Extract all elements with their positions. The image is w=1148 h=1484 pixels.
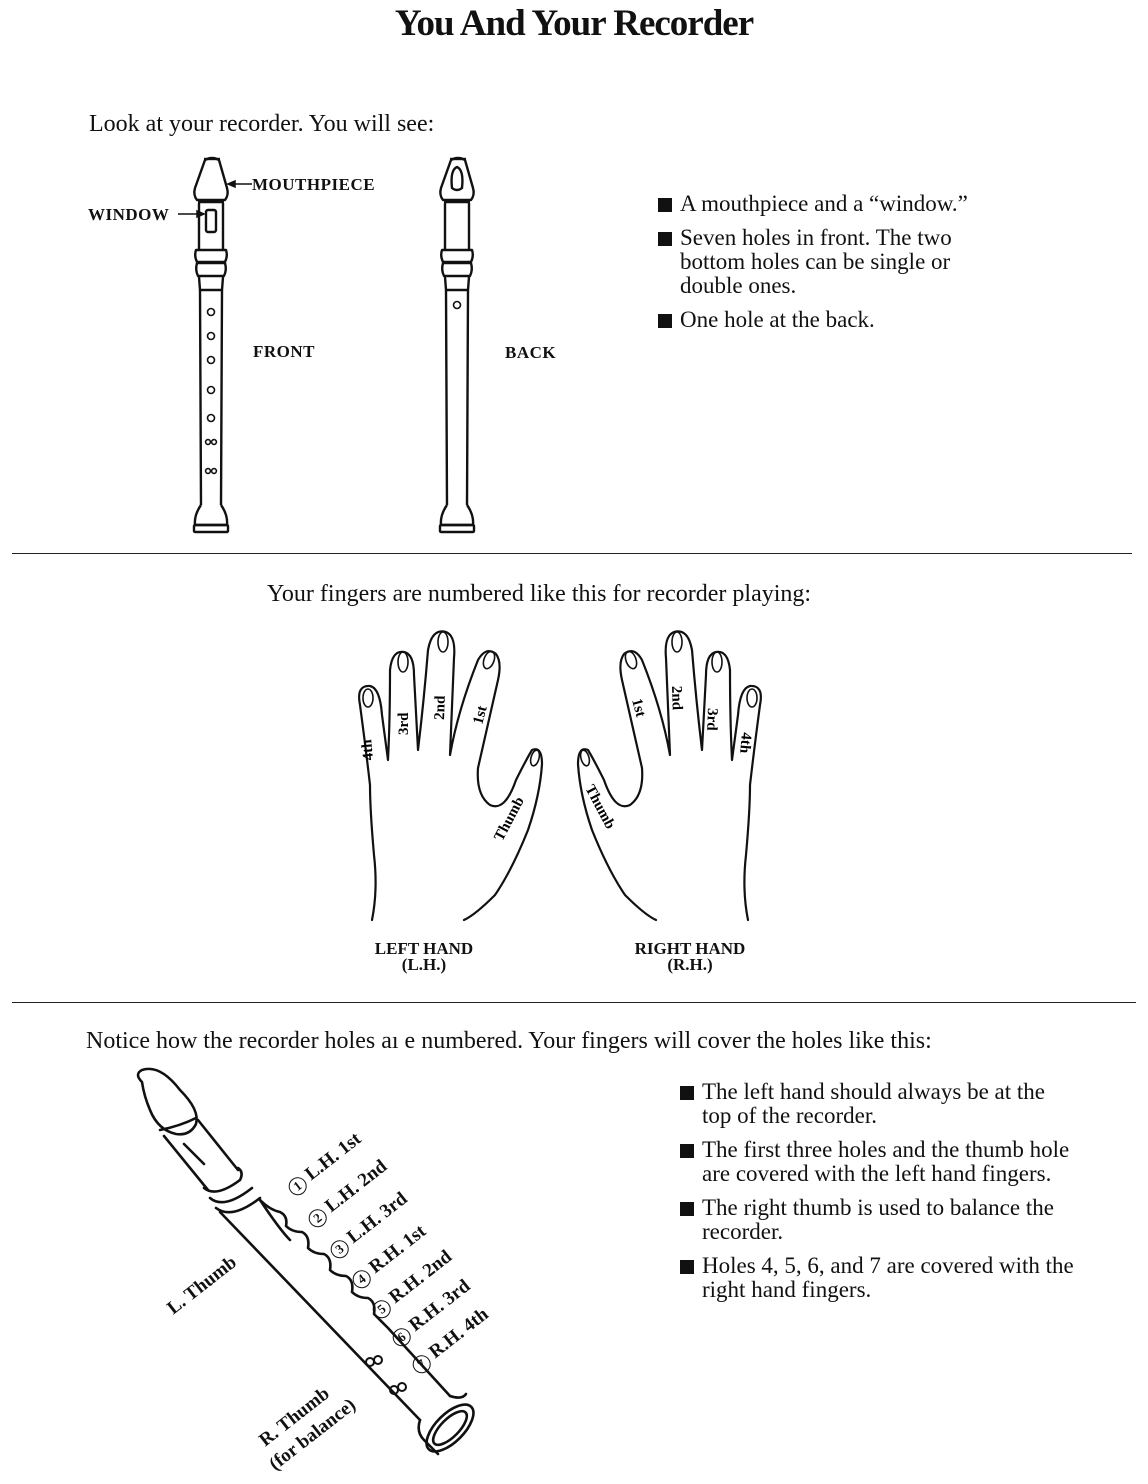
bullet-square-icon [680,1086,694,1100]
section-divider [12,1002,1136,1003]
finger-label-lh-1st: 1st [470,704,490,726]
left-hand-illustration: 4th 3rd 2nd 1st Thumb [358,630,544,922]
bullet-square-icon [658,314,672,328]
finger-label-rh-3rd: 3rd [703,708,720,732]
finger-label-rh-2nd: 2nd [668,686,685,711]
hand-position-list: The left hand should always be at the to… [680,1080,1080,1312]
front-label: FRONT [253,342,315,361]
recorder-front-illustration [178,156,252,534]
mouthpiece-label: MOUTHPIECE [252,175,376,194]
right-hand-illustration: 1st 2nd 3rd 4th Thumb [576,630,762,922]
back-label: BACK [505,343,557,362]
list-item: The right thumb is used to balance the r… [680,1196,1080,1244]
bullet-square-icon [680,1202,694,1216]
finger-label-lh-3rd: 3rd [396,712,412,735]
finger-label-rh-thumb: Thumb [581,782,617,831]
section1-intro: Look at your recorder. You will see: [89,111,435,137]
list-item: The first three holes and the thumb hole… [680,1138,1080,1186]
section-divider [12,553,1132,554]
bullet-square-icon [658,198,672,212]
list-item: The left hand should always be at the to… [680,1080,1080,1128]
recorder-back-illustration [438,156,476,534]
recorder-holes-illustration [136,1067,475,1456]
finger-label-lh-2nd: 2nd [432,695,449,720]
list-item: Seven holes in front. The two bottom hol… [658,226,1008,298]
left-hand-label: LEFT HAND (L.H.) [374,939,474,974]
window-label: WINDOW [88,205,170,224]
right-hand-label: RIGHT HAND (R.H.) [634,939,746,974]
page-title: You And Your Recorder [394,3,754,44]
finger-label-lh-4th: 4th [359,738,377,761]
list-item: One hole at the back. [658,308,1008,332]
bullet-square-icon [680,1260,694,1274]
recorder-features-list: A mouthpiece and a “window.” Seven holes… [658,192,1008,342]
section2-intro: Your fingers are numbered like this for … [267,581,812,607]
section3-intro: Notice how the recorder holes aı e numbe… [86,1028,932,1054]
finger-label-rh-4th: 4th [736,732,754,755]
list-item: Holes 4, 5, 6, and 7 are covered with th… [680,1254,1080,1302]
list-item: A mouthpiece and a “window.” [658,192,1008,216]
bullet-square-icon [658,232,672,246]
bullet-square-icon [680,1144,694,1158]
finger-label-lh-thumb: Thumb [491,794,527,843]
finger-label-rh-1st: 1st [628,697,648,719]
